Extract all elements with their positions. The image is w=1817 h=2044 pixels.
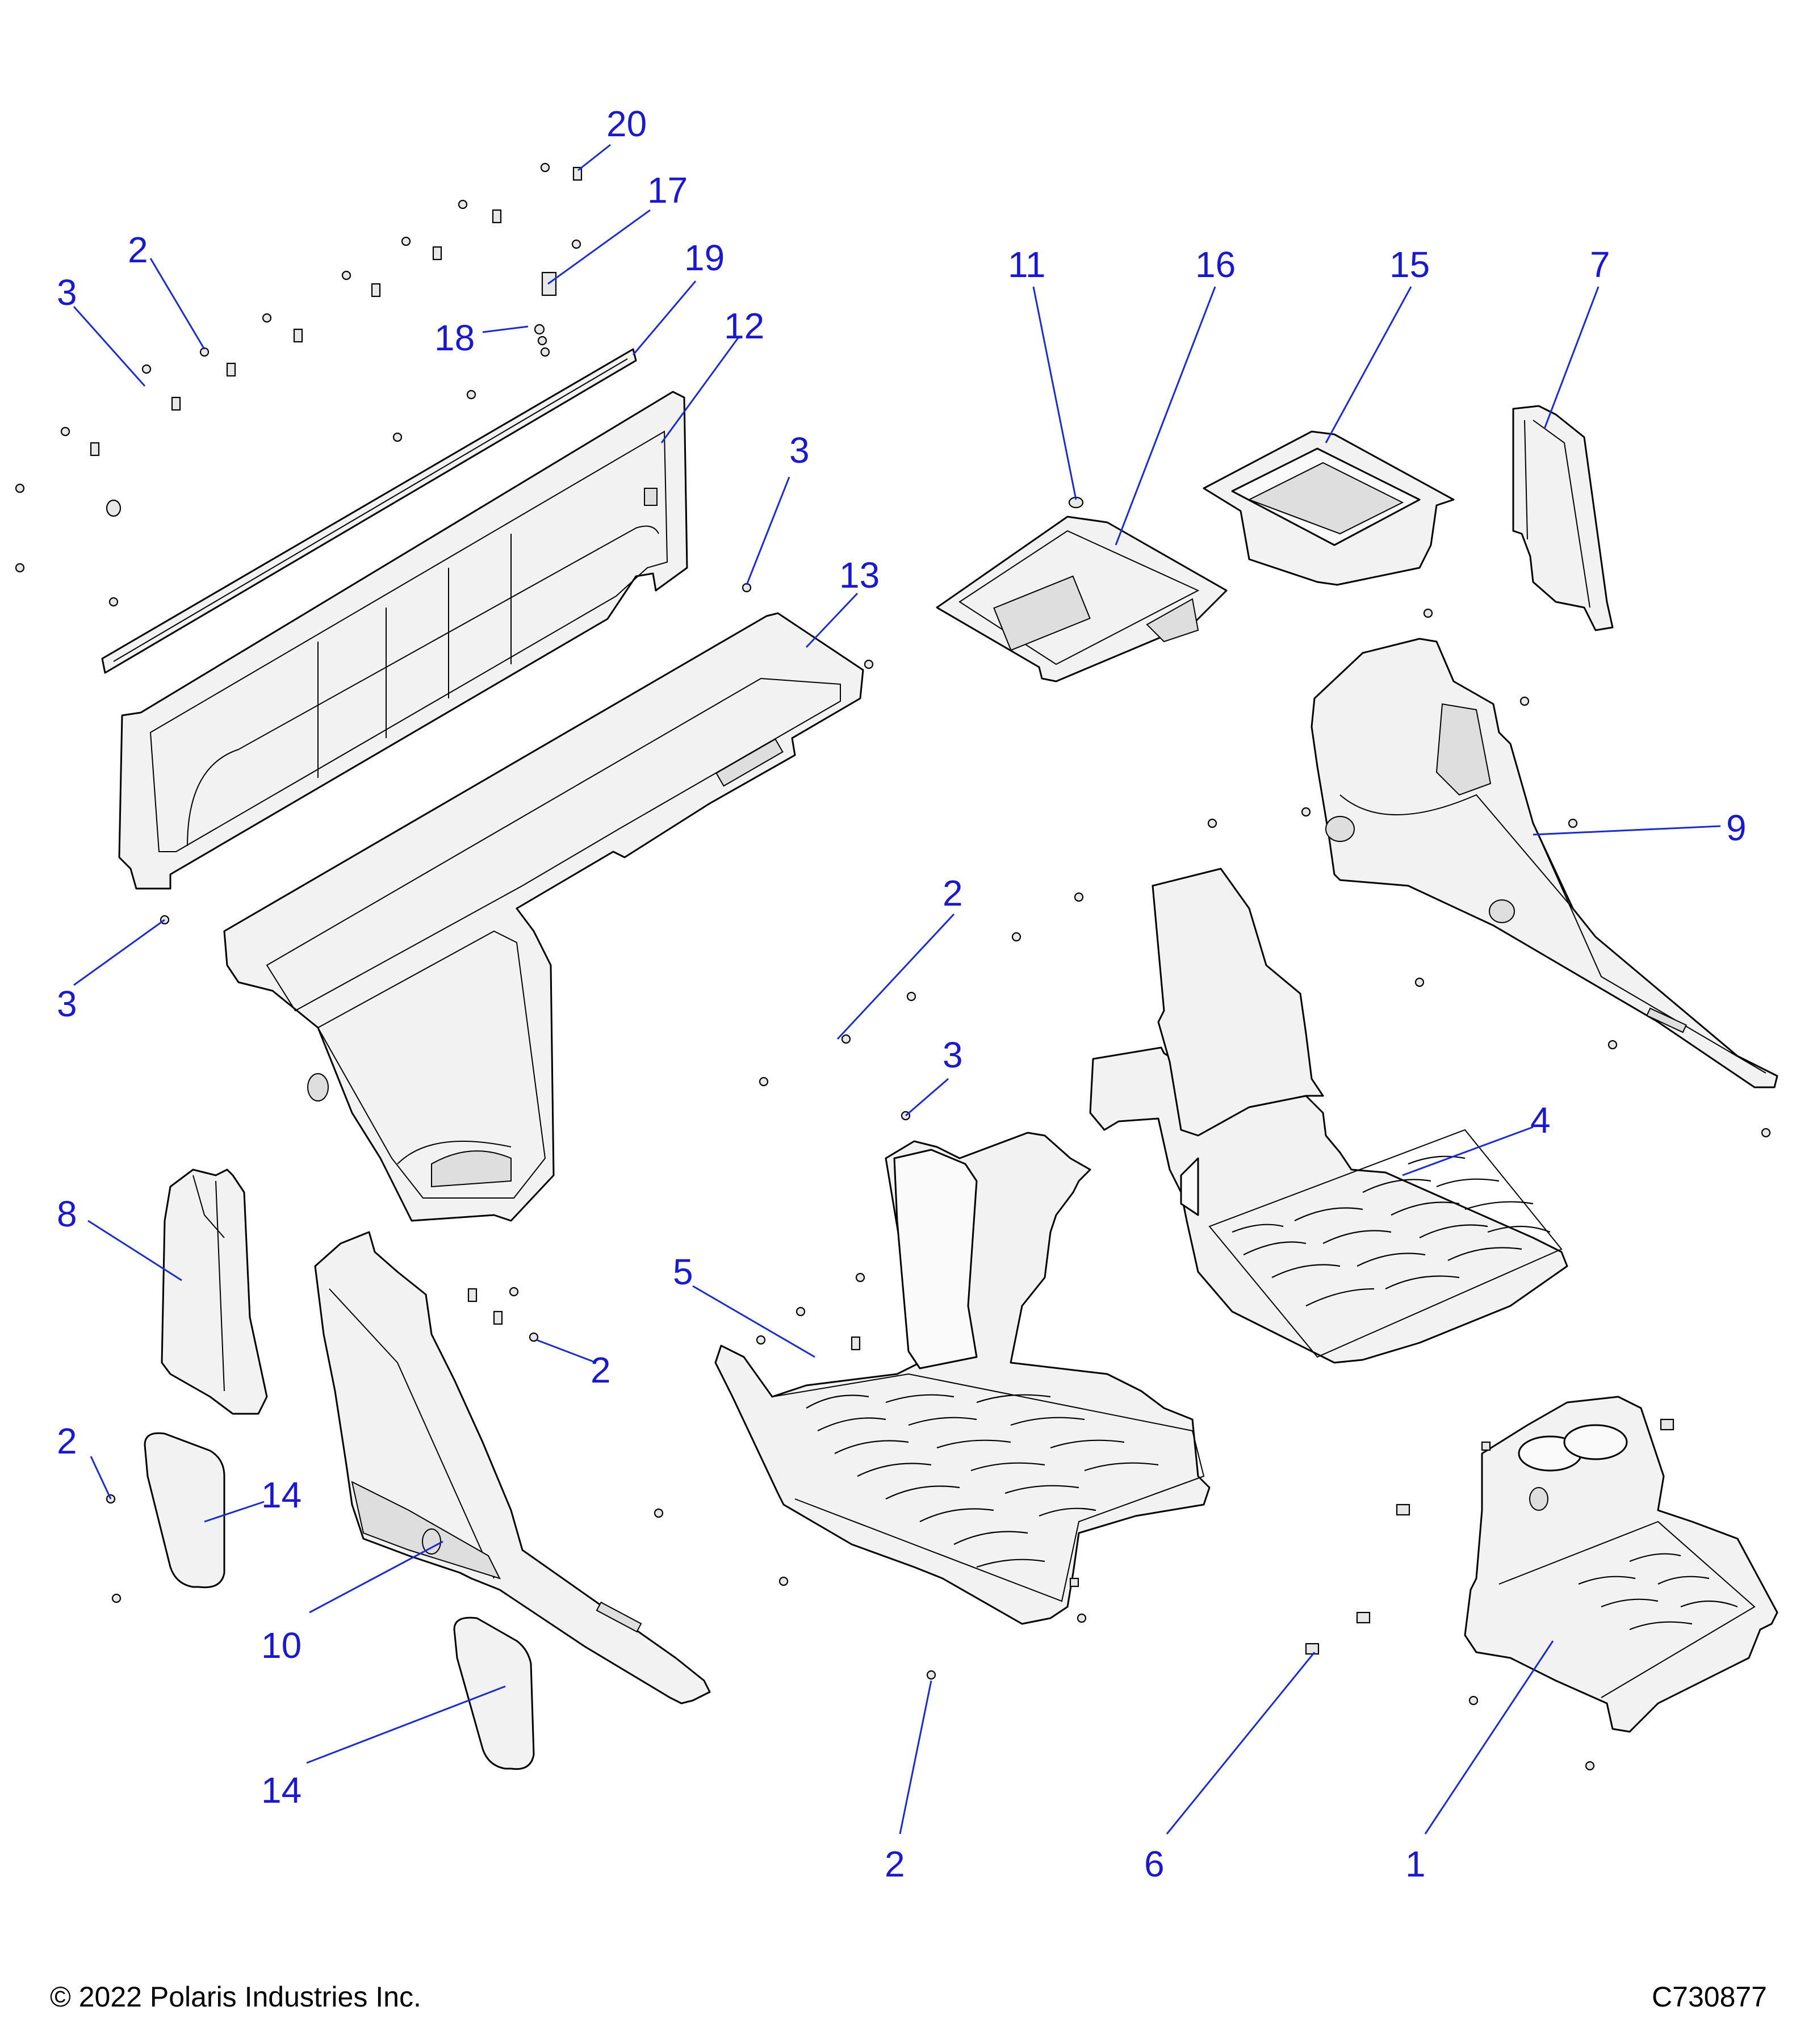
callout-3-center: 3 bbox=[943, 1034, 963, 1075]
part-13-cargo-tunnel bbox=[223, 612, 864, 1222]
part-5-front-floor bbox=[714, 1132, 1211, 1625]
callout-5: 5 bbox=[673, 1251, 693, 1292]
drawing-number: C730877 bbox=[1652, 1981, 1767, 2013]
part-16-tray bbox=[936, 516, 1228, 682]
callout-12: 12 bbox=[724, 305, 764, 346]
callout-18: 18 bbox=[434, 317, 475, 358]
callout-3-topleft: 3 bbox=[57, 272, 77, 313]
callout-3-mid: 3 bbox=[57, 983, 77, 1024]
callout-7: 7 bbox=[1590, 244, 1610, 285]
callout-13: 13 bbox=[839, 555, 880, 596]
callouts: 20 17 19 12 18 2 3 3 13 3 11 16 15 7 9 2… bbox=[57, 103, 1747, 1884]
callout-2-top: 2 bbox=[128, 229, 148, 270]
callout-2-bottom: 2 bbox=[885, 1844, 905, 1884]
callout-4: 4 bbox=[1530, 1100, 1551, 1141]
callout-17: 17 bbox=[647, 170, 688, 211]
callout-2-left: 2 bbox=[591, 1350, 611, 1390]
callout-20: 20 bbox=[606, 103, 647, 144]
callout-2-farleft: 2 bbox=[57, 1421, 77, 1461]
callout-3-upper: 3 bbox=[789, 430, 810, 471]
callout-16: 16 bbox=[1195, 244, 1236, 285]
callout-6: 6 bbox=[1144, 1844, 1165, 1884]
part-15-storage-bin bbox=[1203, 430, 1455, 586]
callout-14-upper: 14 bbox=[261, 1475, 302, 1515]
part-10-left-side-panel bbox=[314, 1231, 711, 1704]
part-8-post-trim bbox=[161, 1168, 268, 1415]
callout-9: 9 bbox=[1726, 807, 1747, 848]
callout-15: 15 bbox=[1389, 244, 1430, 285]
callout-14-lower: 14 bbox=[261, 1770, 302, 1811]
fasteners bbox=[15, 162, 1771, 1771]
callout-1: 1 bbox=[1405, 1844, 1426, 1884]
callout-8: 8 bbox=[57, 1193, 77, 1234]
part-14-pad-lower bbox=[453, 1616, 535, 1770]
part-14-pad-upper bbox=[144, 1432, 225, 1589]
part-1-center-console bbox=[1464, 1396, 1778, 1733]
part-7-side-panel bbox=[1512, 405, 1614, 631]
part-19-trim-strip bbox=[101, 348, 637, 674]
copyright-notice: © 2022 Polaris Industries Inc. bbox=[50, 1981, 421, 2013]
leader-lines bbox=[73, 144, 1721, 1834]
callout-10: 10 bbox=[261, 1625, 302, 1666]
callout-19: 19 bbox=[684, 237, 725, 278]
callout-2-center: 2 bbox=[943, 873, 963, 914]
part-9-right-side-panel bbox=[1311, 638, 1778, 1088]
part-4-rear-floor bbox=[1089, 868, 1568, 1364]
part-12-bulkhead-panel bbox=[118, 391, 688, 890]
callout-11: 11 bbox=[1008, 244, 1045, 285]
